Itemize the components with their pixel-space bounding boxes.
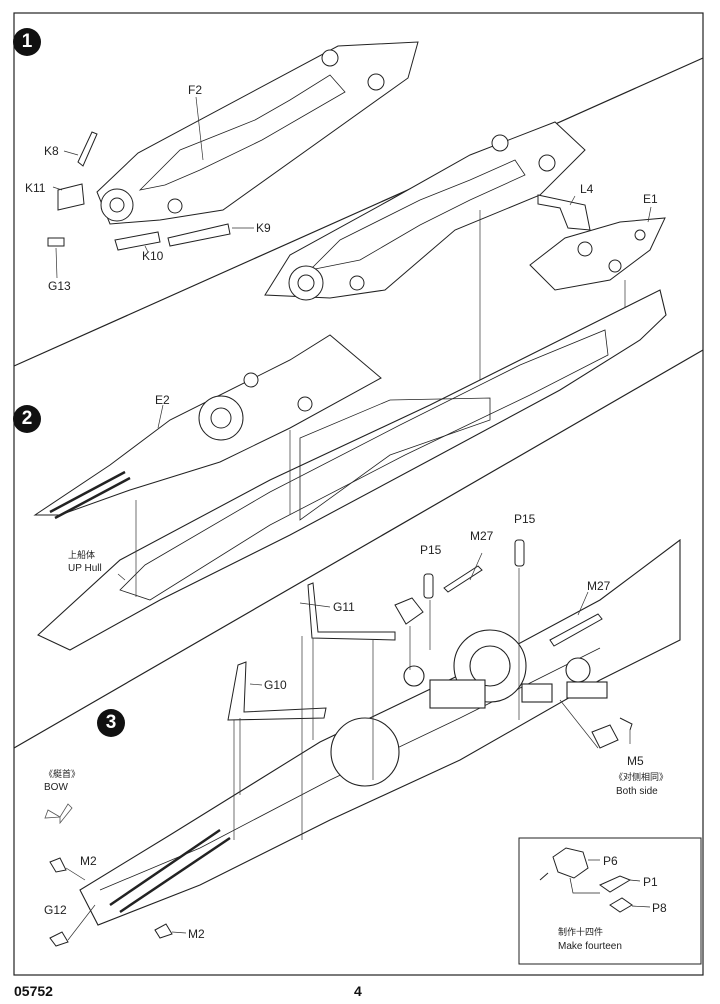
upper-hull [37,289,667,651]
step-1-badge: 1 [13,28,41,56]
deck-part-e2 [33,334,382,520]
step-2-badge: 2 [13,405,41,433]
lower-hull-step3 [79,538,681,926]
label-g12: G12 [44,903,67,917]
label-e2: E2 [155,393,170,407]
label-m27-right: M27 [587,579,611,593]
label-g11: G11 [333,600,355,614]
bow-arrow-icon [44,803,73,825]
label-m27-top: M27 [470,529,494,543]
page-number: 4 [354,983,362,999]
deck-part-f2 [96,41,419,225]
label-bow-cn: 《艇首》 [44,769,81,779]
label-g10: G10 [264,678,287,692]
subassembly-box [518,837,702,965]
label-up-hull: UP Hull [68,563,102,574]
product-code: 05752 [14,983,53,999]
label-both-side-cn: 《对侧相同》 [614,772,669,782]
parts-step3 [49,539,633,947]
label-p8: P8 [652,901,667,915]
step-divider-2-3 [13,349,704,749]
label-m2-top: M2 [80,854,97,868]
label-k9: K9 [256,221,271,235]
small-parts-step1 [47,131,591,251]
leader-lines-step2 [117,404,291,597]
deck-part-upper [264,121,586,301]
label-up-hull-cn: 上船体 [68,550,96,560]
label-k11: K11 [25,181,46,195]
label-p6: P6 [603,854,618,868]
label-f2: F2 [188,83,203,97]
label-make-fourteen-cn: 制作十四件 [558,927,604,937]
leader-lines-step3 [65,552,631,941]
page-frame [13,12,704,976]
label-k8: K8 [44,144,59,158]
label-bow: BOW [44,782,68,793]
label-m2-bottom: M2 [188,927,205,941]
bow-deck-part-e1 [529,217,666,291]
label-l4: L4 [580,182,594,196]
label-m5: M5 [627,754,644,768]
label-make-fourteen: Make fourteen [558,941,622,952]
label-g13: G13 [48,279,71,293]
step-3-badge: 3 [97,709,125,737]
label-p15-left: P15 [420,543,442,557]
label-e1: E1 [643,192,658,206]
label-p15-right: P15 [514,512,536,526]
step-divider-1-2 [13,57,704,367]
label-k10: K10 [142,249,164,263]
label-both-side: Both side [616,786,658,797]
label-p1: P1 [643,875,658,889]
subassembly-parts [539,847,651,913]
